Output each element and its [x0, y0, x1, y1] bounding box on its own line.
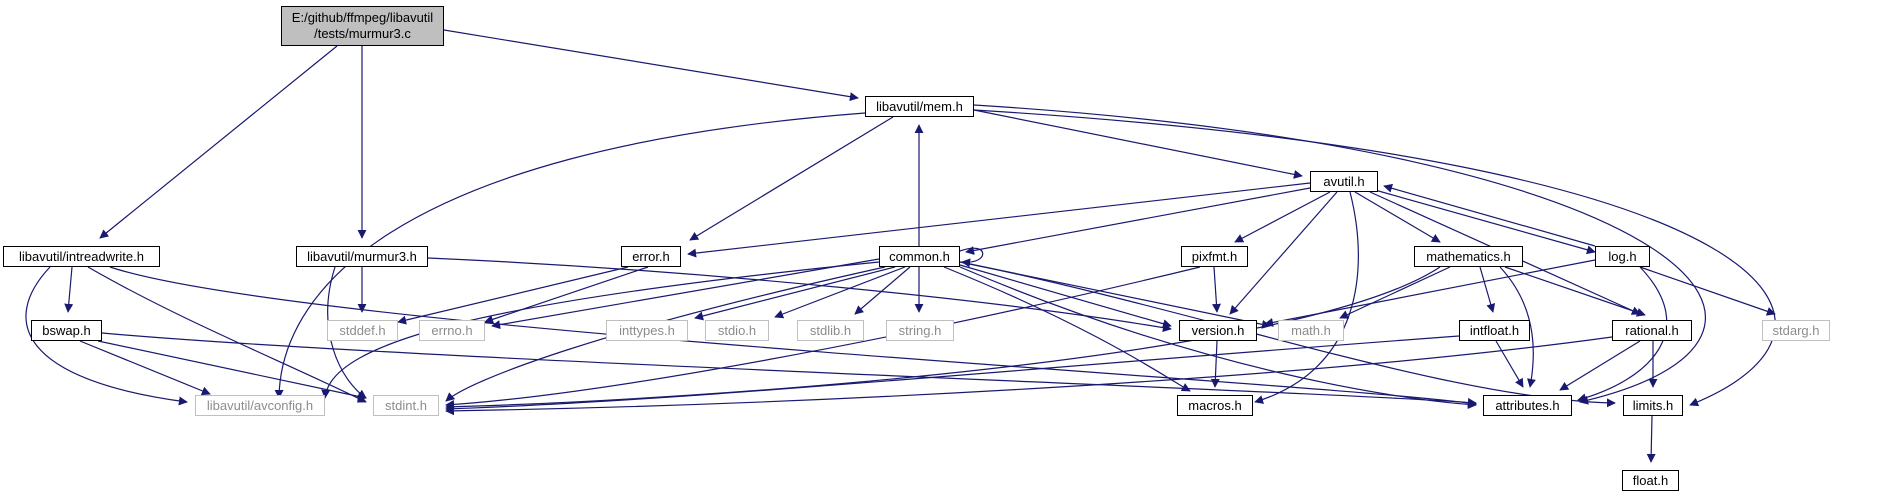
node-error-h[interactable]: error.h	[621, 246, 681, 267]
node-errno-h: errno.h	[419, 320, 485, 341]
node-bswap-h[interactable]: bswap.h	[31, 320, 102, 341]
edge-intreadwrite-avconfig	[25, 266, 188, 406]
edge-avutil-pixfmt	[1234, 191, 1331, 243]
edge-intreadwrite-attributes	[109, 266, 1477, 408]
edge-avutil-error	[687, 182, 1311, 258]
node-attributes-h[interactable]: attributes.h	[1483, 395, 1572, 416]
edge-root-intreadwrite	[99, 45, 338, 239]
node-mathematics-h[interactable]: mathematics.h	[1414, 246, 1523, 267]
edge-avutil-mathematics	[1354, 191, 1441, 243]
node-avconfig-h: libavutil/avconfig.h	[195, 395, 325, 416]
node-common-h[interactable]: common.h	[879, 246, 960, 267]
edge-common-errno	[491, 258, 880, 330]
edge-pixfmt-stdint	[445, 266, 1201, 409]
root-line-2: /tests/murmur3.c	[314, 26, 411, 41]
edge-common-stdint	[445, 266, 886, 402]
edge-common-macros	[943, 266, 1191, 392]
node-stdarg-h: stdarg.h	[1762, 320, 1830, 341]
node-stdio-h: stdio.h	[705, 320, 769, 341]
node-rational-h[interactable]: rational.h	[1612, 320, 1692, 341]
edge-version-macros	[1210, 340, 1220, 388]
edge-murmur3-version	[427, 257, 1172, 333]
dependency-edges	[25, 29, 1776, 463]
root-line-1: E:/github/ffmpeg/libavutil	[291, 10, 434, 25]
edge-intreadwrite-stdint	[87, 266, 367, 403]
node-intreadwrite-h[interactable]: libavutil/intreadwrite.h	[3, 246, 160, 267]
edge-bswap-attributes	[101, 332, 1477, 407]
node-math-h: math.h	[1278, 320, 1344, 341]
edge-common-self	[959, 247, 984, 268]
edge-mem-attributes	[973, 104, 1707, 405]
node-stdint-h: stdint.h	[373, 395, 439, 416]
edge-mem-error	[689, 116, 894, 241]
edge-common-inttypes	[694, 266, 896, 321]
edge-error-errno	[484, 266, 649, 324]
edge-mathematics-stdint	[445, 266, 1441, 412]
node-stddef-h: stddef.h	[327, 320, 398, 341]
node-limits-h[interactable]: limits.h	[1623, 395, 1683, 416]
edge-intreadwrite-bswap	[64, 266, 74, 313]
edge-log-stdarg	[1639, 266, 1776, 316]
node-avutil-h[interactable]: avutil.h	[1310, 171, 1378, 192]
edge-intfloat-stdint	[445, 335, 1460, 414]
node-root-murmur3-c[interactable]: E:/github/ffmpeg/libavutil /tests/murmur…	[281, 6, 444, 46]
edge-mathematics-rational	[1504, 266, 1646, 317]
node-stdlib-h: stdlib.h	[797, 320, 864, 341]
edge-mem-stdint	[274, 112, 866, 399]
edge-log-avutil	[1383, 183, 1596, 247]
edge-mem-avutil	[973, 109, 1303, 179]
edge-common-version	[959, 264, 1172, 329]
edge-mathematics-math	[1339, 266, 1451, 319]
edge-avutil-log	[1374, 189, 1596, 255]
node-pixfmt-h[interactable]: pixfmt.h	[1181, 246, 1248, 267]
edge-log-version	[1264, 259, 1596, 327]
edge-rational-attributes	[1559, 340, 1641, 391]
edge-mathematics-attributes	[1499, 266, 1536, 388]
edge-root-mem	[443, 29, 859, 102]
edge-murmur3-stdint	[327, 266, 367, 399]
edge-limits-float	[1646, 415, 1656, 463]
edge-intfloat-attributes	[1495, 340, 1524, 388]
edge-bswap-stdint	[97, 340, 367, 401]
edge-common-stdlib	[854, 266, 911, 315]
edge-bswap-avconfig	[79, 340, 211, 396]
node-mem-h[interactable]: libavutil/mem.h	[865, 96, 974, 117]
node-inttypes-h: inttypes.h	[606, 320, 688, 341]
edge-avutil-common	[965, 187, 1311, 255]
edge-pixfmt-version	[1211, 266, 1221, 313]
node-macros-h[interactable]: macros.h	[1177, 395, 1253, 416]
node-version-h[interactable]: version.h	[1179, 320, 1257, 341]
edge-avutil-version	[1229, 191, 1338, 315]
edge-rational-stdint	[445, 336, 1613, 416]
edge-common-stdio	[774, 266, 906, 319]
edge-mathematics-intfloat	[1479, 266, 1496, 313]
node-float-h[interactable]: float.h	[1622, 470, 1679, 491]
node-murmur3-h[interactable]: libavutil/murmur3.h	[296, 246, 428, 267]
edge-error-stddef	[397, 266, 629, 325]
node-intfloat-h[interactable]: intfloat.h	[1459, 320, 1530, 341]
edge-mem-limits	[973, 109, 1776, 407]
edge-common-attributes	[959, 266, 1477, 409]
node-log-h[interactable]: log.h	[1595, 246, 1650, 267]
edge-log-attributes	[1577, 266, 1668, 403]
node-string-h: string.h	[886, 320, 954, 341]
